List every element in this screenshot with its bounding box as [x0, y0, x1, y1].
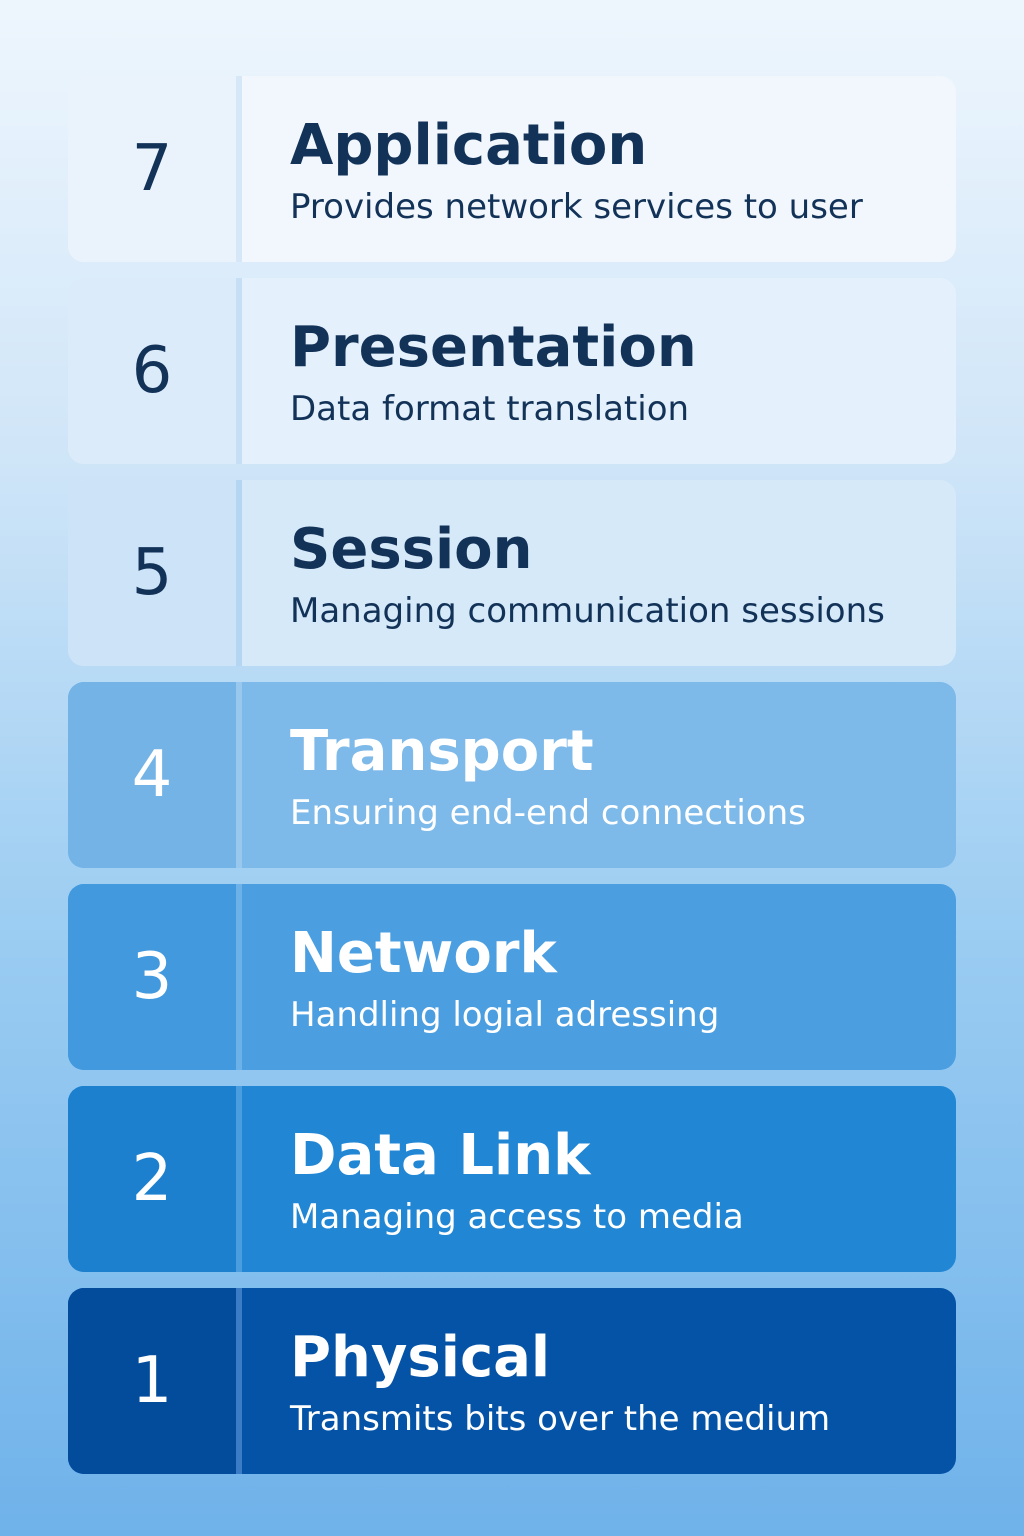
- layer-number: 2: [68, 1086, 236, 1272]
- layer-description: Provides network services to user: [290, 187, 863, 227]
- layer-number: 7: [68, 76, 236, 262]
- layer-text: Presentation Data format translation: [290, 312, 936, 434]
- layer-number: 5: [68, 480, 236, 666]
- layer-number: 3: [68, 884, 236, 1070]
- layer-session: 5 Session Managing communication session…: [68, 480, 956, 666]
- layer-name: Presentation: [290, 315, 697, 380]
- layer-name: Data Link: [290, 1123, 591, 1188]
- layer-text: Session Managing communication sessions: [290, 514, 936, 636]
- layer-text: Network Handling logial adressing: [290, 918, 936, 1040]
- layer-presentation: 6 Presentation Data format translation: [68, 278, 956, 464]
- layer-description: Handling logial adressing: [290, 995, 720, 1035]
- layer-divider: [236, 682, 242, 868]
- layer-description: Managing access to media: [290, 1197, 744, 1237]
- layer-data-link: 2 Data Link Managing access to media: [68, 1086, 956, 1272]
- layer-name: Network: [290, 921, 557, 986]
- layer-transport: 4 Transport Ensuring end-end connections: [68, 682, 956, 868]
- layer-divider: [236, 1086, 242, 1272]
- layer-description: Transmits bits over the medium: [290, 1399, 831, 1439]
- layer-name: Physical: [290, 1325, 551, 1390]
- layer-number: 1: [68, 1288, 236, 1474]
- layer-name: Transport: [290, 719, 594, 784]
- layer-divider: [236, 884, 242, 1070]
- layer-text: Application Provides network services to…: [290, 110, 936, 232]
- layer-name: Application: [290, 113, 648, 178]
- layer-number: 6: [68, 278, 236, 464]
- layer-description: Data format translation: [290, 389, 690, 429]
- layer-divider: [236, 480, 242, 666]
- layer-divider: [236, 76, 242, 262]
- layer-application: 7 Application Provides network services …: [68, 76, 956, 262]
- layer-divider: [236, 278, 242, 464]
- osi-layer-stack: 7 Application Provides network services …: [68, 76, 956, 1490]
- layer-physical: 1 Physical Transmits bits over the mediu…: [68, 1288, 956, 1474]
- layer-name: Session: [290, 517, 533, 582]
- layer-network: 3 Network Handling logial adressing: [68, 884, 956, 1070]
- layer-text: Data Link Managing access to media: [290, 1120, 936, 1242]
- layer-text: Transport Ensuring end-end connections: [290, 716, 936, 838]
- layer-description: Ensuring end-end connections: [290, 793, 806, 833]
- layer-description: Managing communication sessions: [290, 591, 885, 631]
- layer-number: 4: [68, 682, 236, 868]
- layer-text: Physical Transmits bits over the medium: [290, 1322, 936, 1444]
- layer-divider: [236, 1288, 242, 1474]
